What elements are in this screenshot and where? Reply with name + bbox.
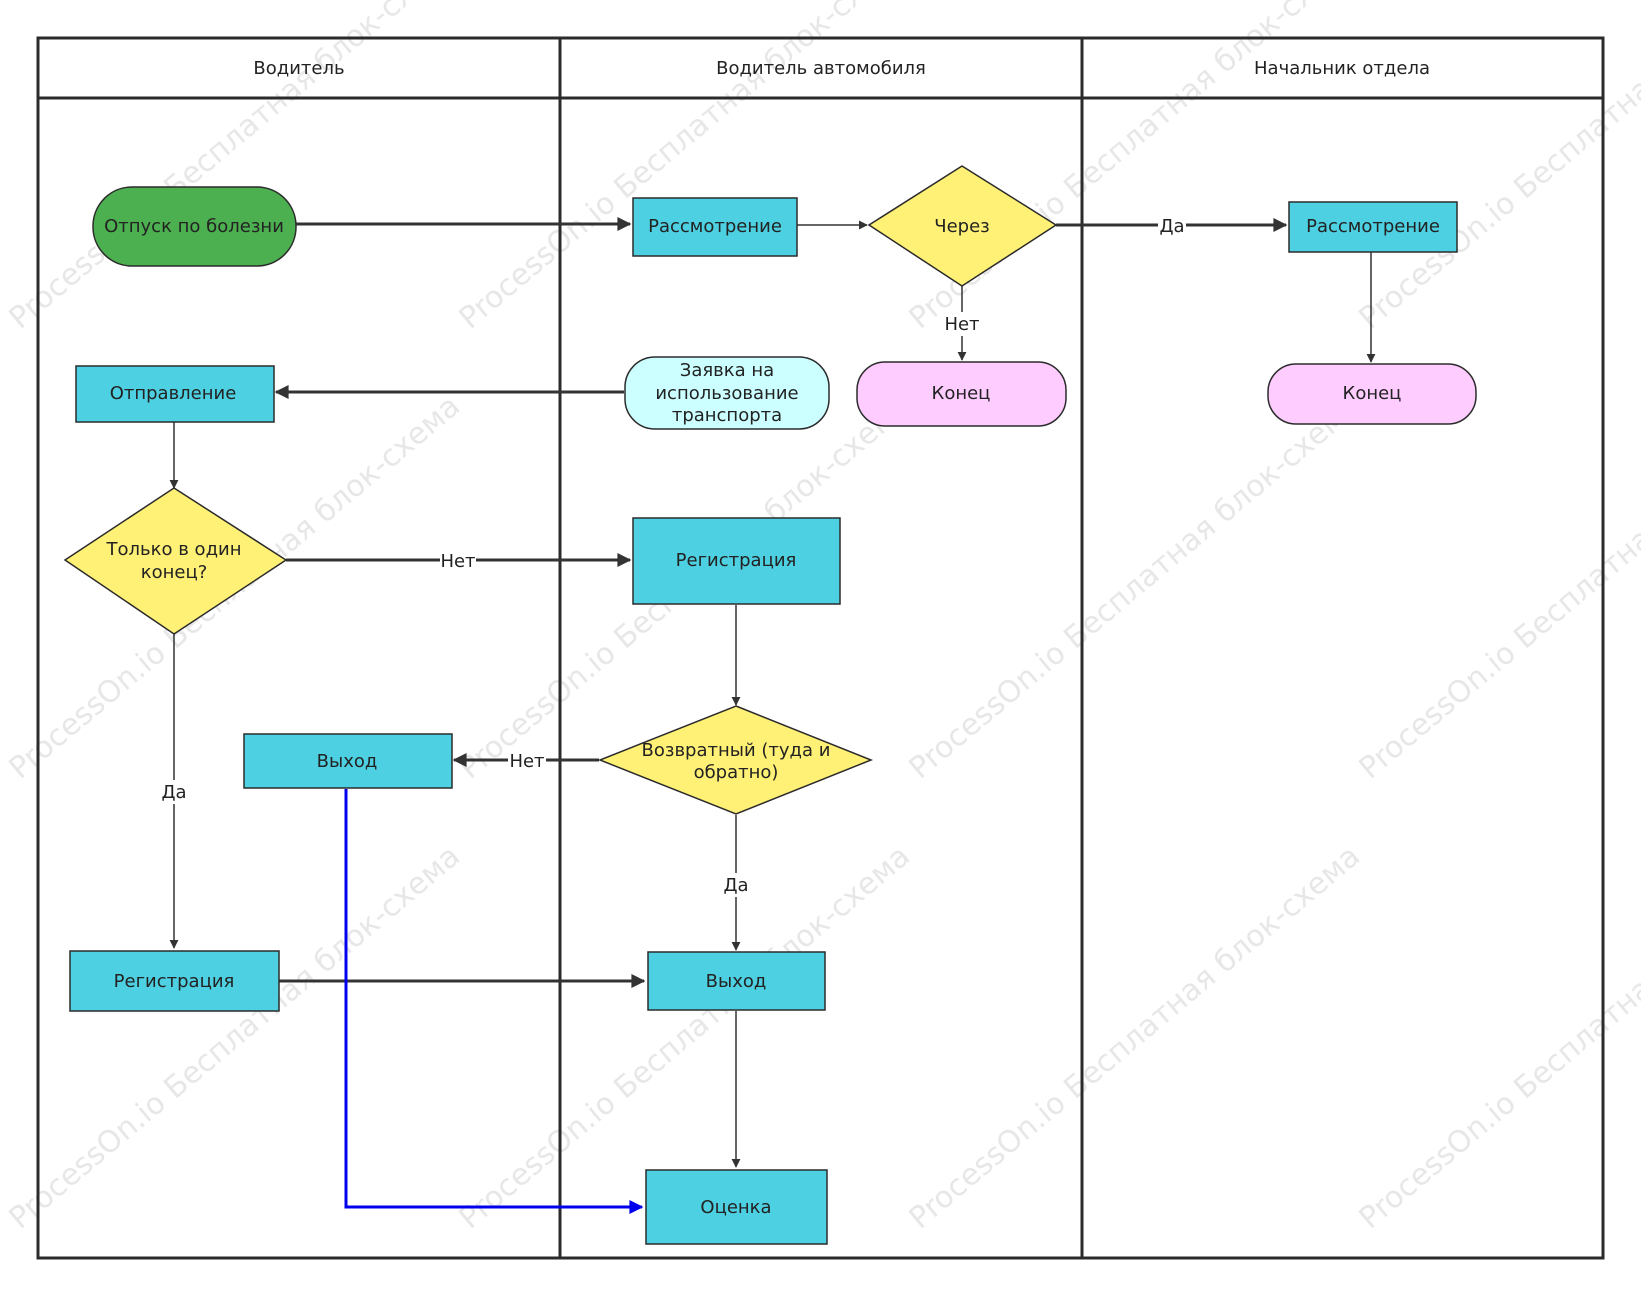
- edge-labels: Да Нет Нет Да Нет Да: [158, 213, 1186, 897]
- watermark: ProcessOn.io Бесплатная блок-схема: [3, 0, 467, 336]
- node-label: транспорта: [672, 405, 782, 426]
- swimlane-frame: [36, 36, 1605, 1260]
- exit-right-node[interactable]: Выход: [647, 951, 826, 1011]
- lane-title-driver: Водитель: [253, 58, 344, 79]
- through-decision[interactable]: Через: [867, 165, 1058, 287]
- edge-label-yes: Да: [723, 875, 748, 896]
- process-shape: [632, 517, 841, 605]
- edge-label-no: Нет: [944, 314, 979, 335]
- decision-shape: [867, 165, 1058, 287]
- label-bg: [720, 873, 752, 897]
- watermark: ProcessOn.io Бесплатная блок-схема: [1353, 389, 1641, 786]
- label-bg: [944, 312, 980, 336]
- registration-right-node[interactable]: Регистрация: [632, 517, 841, 605]
- decision-shape: [63, 487, 288, 635]
- end-node[interactable]: Конец: [856, 361, 1067, 427]
- label-bg: [508, 748, 546, 772]
- watermark: ProcessOn.io Бесплатная блок-схема: [903, 839, 1367, 1236]
- node-label: Регистрация: [676, 550, 797, 571]
- node-label: Конец: [1343, 383, 1402, 404]
- edge-exitleft-to-rating[interactable]: [344, 789, 644, 1214]
- terminator-shape: [856, 361, 1067, 427]
- process-shape: [243, 733, 453, 789]
- transport-request-node[interactable]: Заявка на использование транспорта: [624, 356, 830, 430]
- node-label: обратно): [694, 762, 779, 783]
- edge-label-no: Нет: [440, 551, 475, 572]
- lane-headers: Водитель Водитель автомобиля Начальник о…: [253, 58, 1430, 79]
- lane-title-car-driver: Водитель автомобиля: [716, 58, 926, 79]
- edge-label-no: Нет: [509, 751, 544, 772]
- node-label: Заявка на: [680, 360, 774, 381]
- decision-shape: [597, 705, 874, 815]
- review-node[interactable]: Рассмотрение: [632, 197, 798, 257]
- process-shape: [1288, 201, 1458, 253]
- watermark: ProcessOn.io Бесплатная блок-схема: [903, 389, 1367, 786]
- label-bg: [1158, 213, 1186, 237]
- frame-border: [36, 36, 1605, 1260]
- oneway-decision[interactable]: Только в один конец?: [63, 487, 288, 635]
- process-shape: [75, 365, 275, 423]
- watermark: ProcessOn.io Бесплатная блок-схема: [1353, 0, 1641, 336]
- terminator-shape: [1267, 363, 1477, 425]
- node-label: Выход: [706, 971, 767, 992]
- node-label: Через: [934, 216, 990, 237]
- send-node[interactable]: Отправление: [75, 365, 275, 423]
- node-label: Оценка: [700, 1197, 771, 1218]
- node-label: Только в один: [106, 539, 242, 560]
- node-label: Выход: [317, 751, 378, 772]
- node-label: Рассмотрение: [648, 216, 782, 237]
- review-head-node[interactable]: Рассмотрение: [1288, 201, 1458, 253]
- edge-label-yes: Да: [161, 782, 186, 803]
- process-shape: [69, 950, 280, 1012]
- node-label: конец?: [141, 562, 208, 583]
- lane-title-head: Начальник отдела: [1254, 58, 1430, 79]
- label-bg: [158, 780, 190, 804]
- process-shape: [647, 951, 826, 1011]
- watermark-layer: ProcessOn.io Бесплатная блок-схема Proce…: [3, 0, 1641, 1236]
- node-label: Отправление: [110, 383, 237, 404]
- node-label: Отпуск по болезни: [104, 216, 284, 237]
- node-label: использование: [655, 383, 798, 404]
- node-label: Рассмотрение: [1306, 216, 1440, 237]
- watermark: ProcessOn.io Бесплатная блок-схема: [903, 0, 1367, 336]
- watermark: ProcessOn.io Бесплатная блок-схема: [453, 0, 917, 336]
- terminator-shape: [92, 186, 297, 267]
- rating-node[interactable]: Оценка: [645, 1169, 828, 1245]
- process-shape: [632, 197, 798, 257]
- edge-label-yes: Да: [1159, 216, 1184, 237]
- end-head-node[interactable]: Конец: [1267, 363, 1477, 425]
- watermark: ProcessOn.io Бесплатная блок-схема: [1353, 839, 1641, 1236]
- watermark: ProcessOn.io Бесплатная блок-схема: [3, 839, 467, 1236]
- terminator-shape: [624, 356, 830, 430]
- node-label: Регистрация: [114, 971, 235, 992]
- roundtrip-decision[interactable]: Возвратный (туда и обратно): [597, 705, 874, 815]
- process-shape: [645, 1169, 828, 1245]
- nodes: Отпуск по болезни Рассмотрение Через Рас…: [63, 165, 1477, 1245]
- registration-left-node[interactable]: Регистрация: [69, 950, 280, 1012]
- node-label: Конец: [932, 383, 991, 404]
- label-bg: [440, 548, 476, 572]
- start-node[interactable]: Отпуск по болезни: [92, 186, 297, 267]
- node-label: Возвратный (туда и: [642, 740, 831, 761]
- exit-left-node[interactable]: Выход: [243, 733, 453, 789]
